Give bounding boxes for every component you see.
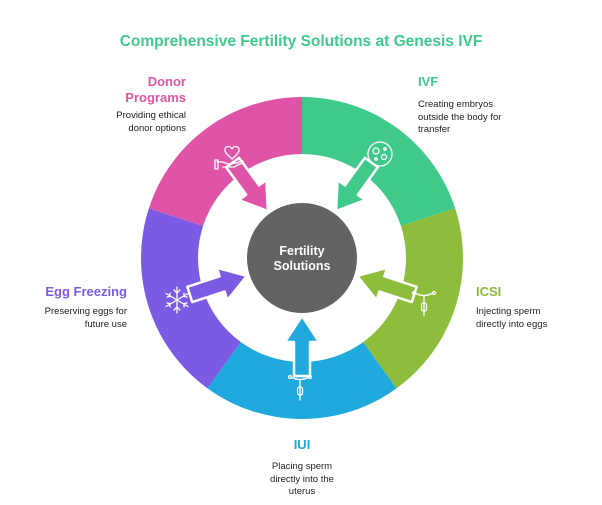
iud-icon	[287, 374, 313, 401]
ring-arrows	[186, 156, 418, 378]
label-line: Programs	[125, 90, 186, 105]
description-line: directly into the	[270, 473, 334, 485]
center-label: Fertility Solutions	[251, 244, 353, 274]
segment-description-iui: Placing sperm directly into the uterus	[242, 461, 362, 499]
description-line: Placing sperm	[271, 461, 333, 472]
segment-label-ivf: IVF	[418, 74, 439, 89]
center-label-line2: Solutions	[273, 259, 331, 273]
label-line: Donor	[147, 74, 186, 89]
segment-description-ivf: Creating embryos outside the body for tr…	[418, 99, 538, 137]
description-line: future use	[84, 318, 127, 330]
description-line: Creating embryos	[418, 99, 493, 110]
segment-description-donor-programs: Providing ethical donor options	[86, 110, 186, 135]
description-line: uterus	[288, 486, 316, 497]
description-line: donor options	[128, 122, 186, 134]
ring-segment-iui	[207, 342, 397, 420]
iud-icon	[411, 290, 437, 317]
ring-segments	[141, 97, 463, 420]
center-circle	[247, 203, 357, 313]
description-line: transfer	[418, 124, 451, 135]
segment-label-donor-programs: Donor Programs	[106, 74, 186, 106]
description-line: outside the body for	[418, 111, 502, 123]
description-line: directly into eggs	[476, 318, 548, 330]
page-title: Comprehensive Fertility Solutions at Gen…	[119, 33, 483, 50]
description-line: Providing ethical	[116, 110, 186, 121]
center-label-line1: Fertility	[279, 244, 325, 258]
segment-icons	[165, 141, 437, 401]
segment-label-icsi: ICSI	[476, 284, 502, 299]
heart-hand-icon	[214, 145, 244, 170]
arrow-iui	[283, 314, 321, 378]
segment-description-egg-freezing: Preserving eggs for future use	[17, 306, 127, 331]
arrow-donor-programs	[224, 156, 270, 213]
segment-label-iui: IUI	[293, 437, 311, 452]
snowflake-icon	[165, 286, 189, 314]
segment-description-icsi: Injecting sperm directly into eggs	[476, 306, 586, 331]
description-line: Injecting sperm	[476, 306, 541, 317]
arrow-egg-freezing	[186, 266, 249, 304]
segment-label-egg-freezing: Egg Freezing	[45, 284, 127, 299]
petri-dish-icon	[367, 141, 393, 167]
ring-segment-ivf	[302, 97, 456, 226]
description-line: Preserving eggs for	[44, 306, 127, 317]
ring-segment-donor-programs	[148, 97, 302, 226]
